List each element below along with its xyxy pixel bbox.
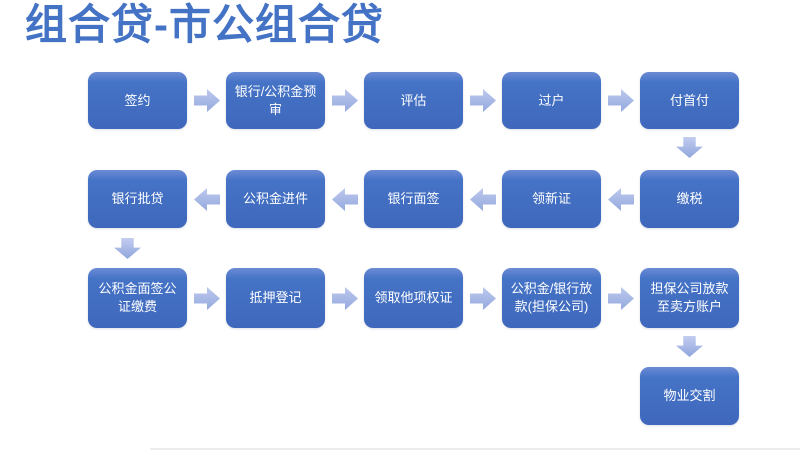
flow-node-fund-application-intake: 公积金进件 xyxy=(226,170,325,228)
flow-node-fund-interview-notary-fees: 公积金面签公 证缴费 xyxy=(88,268,187,328)
node-label: 抵押登记 xyxy=(249,290,302,306)
node-label: 过户 xyxy=(538,92,565,108)
node-label: 领新证 xyxy=(531,191,571,207)
node-label: 评估 xyxy=(400,92,427,108)
node-label: 物业交割 xyxy=(663,388,716,404)
node-label: 缴税 xyxy=(676,191,703,207)
node-label: 银行/公积金预 审 xyxy=(234,83,317,117)
flow-node-appraisal: 评估 xyxy=(364,72,463,129)
right-arrow-icon xyxy=(332,287,358,310)
left-arrow-icon xyxy=(470,188,496,211)
down-arrow-icon xyxy=(676,336,703,357)
right-arrow-icon xyxy=(332,89,358,112)
flow-node-mortgage-registration: 抵押登记 xyxy=(226,268,325,328)
flow-node-collect-lien-certificate: 领取他项权证 xyxy=(364,268,463,328)
flow-node-sign-contract: 签约 xyxy=(88,72,187,129)
flow-node-ownership-transfer: 过户 xyxy=(502,72,601,129)
node-label: 领取他项权证 xyxy=(374,290,453,306)
flow-node-property-handover: 物业交割 xyxy=(640,367,739,425)
left-arrow-icon xyxy=(608,188,634,211)
flow-node-bank-loan-approval: 银行批贷 xyxy=(88,170,187,228)
down-arrow-icon xyxy=(114,238,141,259)
right-arrow-icon xyxy=(470,287,496,310)
left-arrow-icon xyxy=(194,188,220,211)
node-label: 公积金进件 xyxy=(242,191,308,207)
node-label: 公积金面签公 证缴费 xyxy=(98,281,177,314)
node-label: 银行批贷 xyxy=(111,191,164,207)
right-arrow-icon xyxy=(608,89,634,112)
flow-node-bank-fund-pre-approval: 银行/公积金预 审 xyxy=(226,72,325,129)
node-label: 付首付 xyxy=(669,92,709,108)
slide-title: 组合贷-市公组合贷 xyxy=(25,1,384,48)
flow-node-fund-bank-disbursement: 公积金/银行放 款(担保公司) xyxy=(502,268,601,328)
right-arrow-icon xyxy=(194,89,220,112)
down-arrow-icon xyxy=(676,137,703,158)
node-label: 银行面签 xyxy=(387,191,440,207)
left-arrow-icon xyxy=(332,188,358,211)
node-label: 公积金/银行放 款(担保公司) xyxy=(510,281,593,314)
flow-node-bank-interview-signing: 银行面签 xyxy=(364,170,463,228)
node-label: 担保公司放款 至卖方账户 xyxy=(650,281,729,314)
flow-node-pay-down-payment: 付首付 xyxy=(640,72,739,129)
right-arrow-icon xyxy=(608,287,634,310)
flow-node-collect-new-certificate: 领新证 xyxy=(502,170,601,228)
node-label: 签约 xyxy=(124,92,151,108)
slide-bottom-edge xyxy=(150,448,800,450)
flow-node-pay-taxes: 缴税 xyxy=(640,170,739,228)
flow-node-guarantor-pays-seller: 担保公司放款 至卖方账户 xyxy=(640,268,739,328)
right-arrow-icon xyxy=(470,89,496,112)
right-arrow-icon xyxy=(194,287,220,310)
